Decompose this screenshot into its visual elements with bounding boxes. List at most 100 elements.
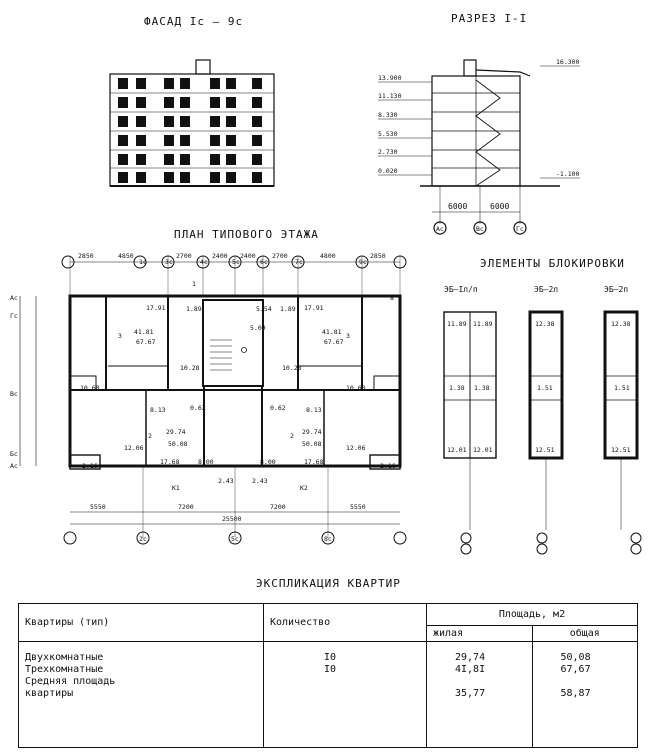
facade-window — [226, 135, 236, 146]
facade-window — [136, 97, 146, 108]
facade-window — [180, 97, 190, 108]
blocking-value: 12.01 — [473, 446, 493, 454]
header-count: Количество — [263, 603, 427, 642]
plan-label: 2.16 — [380, 462, 396, 470]
plan-label: 2400 — [240, 252, 256, 260]
plan-label: 41.81 — [134, 328, 154, 336]
plan-label: 8.00 — [260, 458, 276, 466]
facade-building — [109, 59, 275, 187]
plan-label: 0.62 — [190, 404, 206, 412]
blocking-value: 11.89 — [473, 320, 493, 328]
row-type: квартиры — [25, 688, 74, 699]
plan-label: 8.00 — [198, 458, 214, 466]
facade-title: ФАСАД Iс – 9с — [144, 15, 244, 28]
plan-label: 2.43 — [218, 477, 234, 485]
facade-window — [210, 97, 220, 108]
level-label: 0.020 — [378, 167, 398, 175]
axis-marker — [321, 531, 335, 545]
facade-window — [136, 135, 146, 146]
plan-label: 3 — [346, 332, 350, 340]
facade-window — [118, 97, 128, 108]
header-living: жилая — [426, 625, 533, 642]
plan-label: 5.54 — [256, 305, 272, 313]
facade-window — [180, 154, 190, 165]
header-area: Площадь, м2 — [426, 603, 638, 626]
blocking-label: ЭБ–Iл/п — [444, 285, 478, 294]
types-cell: Двухкомнатные Трехкомнатные Средняя площ… — [18, 641, 264, 748]
blocking-value: 11.89 — [447, 320, 467, 328]
facade-window — [226, 116, 236, 127]
plan-label: 5550 — [350, 503, 366, 511]
plan-label: Вс — [10, 390, 18, 398]
facade-window — [226, 78, 236, 89]
facade-window — [210, 135, 220, 146]
blocking-elements — [443, 310, 642, 555]
living-cell: 29,74 4I,8I 35,77 — [426, 641, 533, 748]
facade-windows — [118, 78, 262, 183]
plan-label: 25500 — [222, 515, 242, 523]
level-label: 11.130 — [378, 92, 402, 100]
plan-label: 3 — [118, 332, 122, 340]
facade-window — [118, 116, 128, 127]
axis-marker — [161, 255, 175, 269]
plan-label: 1 — [192, 280, 196, 288]
facade-window — [118, 172, 128, 183]
plan-label: 29.74 — [166, 428, 186, 436]
plan-label: 50.08 — [302, 440, 322, 448]
row-living: 4I,8I — [455, 664, 486, 675]
plan-label: 4800 — [320, 252, 336, 260]
plan-label: 17.91 — [304, 304, 324, 312]
row-type: Средняя площадь — [25, 676, 116, 687]
plan-label: 5с — [231, 535, 239, 543]
plan-label: 2.16 — [82, 462, 98, 470]
level-label: 5.530 — [378, 130, 398, 138]
counts-cell: I0 I0 — [263, 641, 427, 748]
facade-window — [180, 78, 190, 89]
facade-window — [164, 135, 174, 146]
explication-title: ЭКСПЛИКАЦИЯ КВАРТИР — [256, 577, 401, 590]
section-title: РАЗРЕЗ I-I — [451, 12, 528, 25]
facade-window — [164, 154, 174, 165]
facade-window — [136, 78, 146, 89]
plan-label: 10.28 — [180, 364, 200, 372]
plan-label: 8.13 — [150, 406, 166, 414]
facade-window — [164, 97, 174, 108]
blocking-value: 12.38 — [611, 320, 631, 328]
axis-marker — [136, 531, 150, 545]
ground-level: -1.100 — [556, 170, 580, 178]
row-total: 67,67 — [560, 664, 591, 675]
axis-marker — [393, 531, 407, 545]
plan-label: Гс — [10, 312, 18, 320]
facade-window — [210, 172, 220, 183]
plan-label: 2850 — [78, 252, 94, 260]
plan-label: 1.89 — [186, 305, 202, 313]
plan-label: 67.67 — [136, 338, 156, 346]
plan-label: 2 — [148, 432, 152, 440]
facade-window — [252, 154, 262, 165]
row-count: I0 — [324, 664, 337, 675]
blocking-value: 12.51 — [535, 446, 555, 454]
blocking-label: ЭБ–2п — [604, 285, 628, 294]
row-total: 58,87 — [560, 688, 591, 699]
facade-window — [226, 154, 236, 165]
plan-label: 4850 — [118, 252, 134, 260]
plan-label: 3с — [165, 258, 173, 266]
row-count: I0 — [324, 652, 337, 663]
plan-label: 7200 — [270, 503, 286, 511]
axis-label: Ас — [436, 225, 444, 233]
facade-window — [164, 172, 174, 183]
roof-level: 16.300 — [556, 58, 580, 66]
plan-label: Ас — [10, 294, 18, 302]
axis-marker — [256, 255, 270, 269]
plan-title: ПЛАН ТИПОВОГО ЭТАЖА — [174, 228, 319, 241]
plan-label: 0.62 — [270, 404, 286, 412]
plan-label: 2 — [290, 432, 294, 440]
level-label: 8.330 — [378, 111, 398, 119]
axis-marker — [63, 531, 77, 545]
facade-window — [252, 135, 262, 146]
axis-marker — [61, 255, 75, 269]
plan-label: 12.06 — [124, 444, 144, 452]
plan-label: 12.06 — [346, 444, 366, 452]
axis-marker — [196, 255, 210, 269]
